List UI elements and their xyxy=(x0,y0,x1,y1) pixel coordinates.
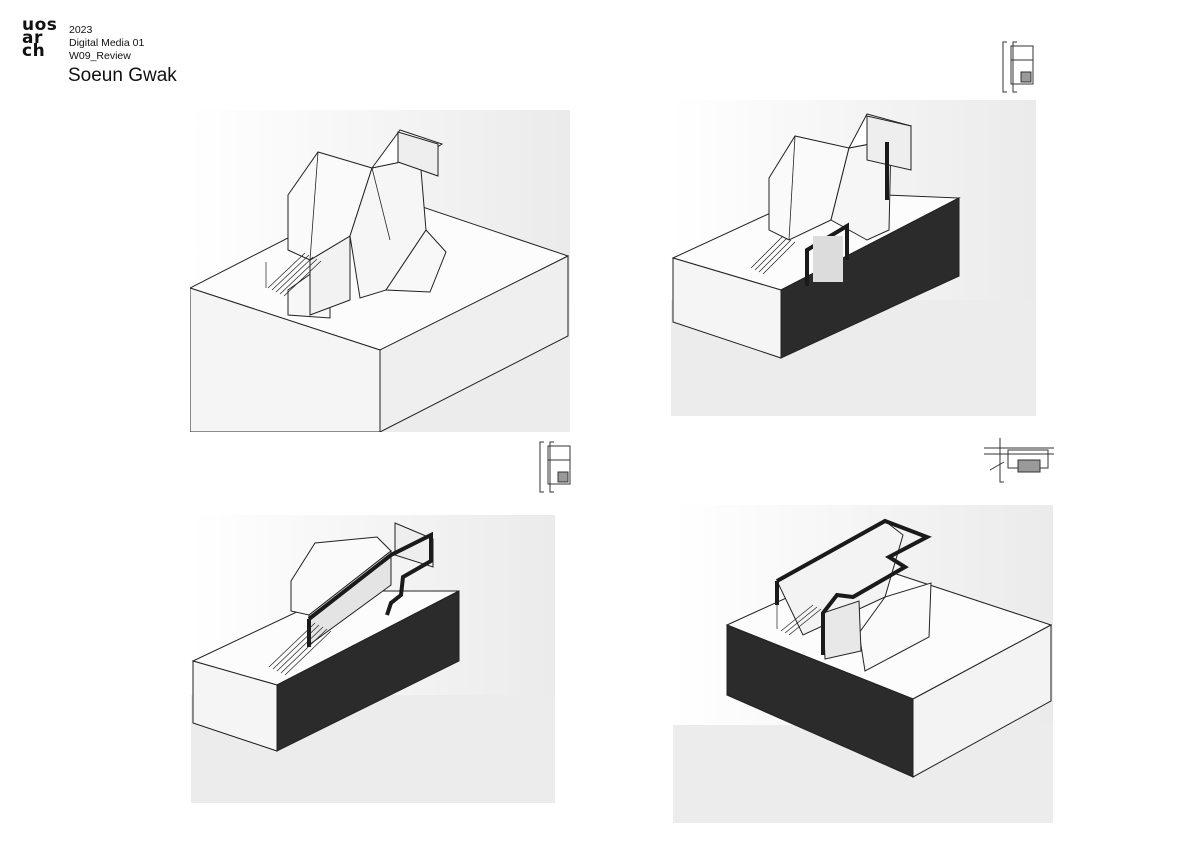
uosarch-logo: uos ar ch xyxy=(22,15,64,61)
axonometric-panel-1 xyxy=(190,110,570,432)
author-name: Soeun Gwak xyxy=(68,65,177,86)
logo-line-3: ch xyxy=(22,41,46,61)
course-label: Digital Media 01 xyxy=(69,37,145,49)
section-key-icon-2 xyxy=(539,441,571,493)
year-label: 2023 xyxy=(69,24,93,36)
logo-line-2: ar xyxy=(22,28,43,48)
week-label: W09_Review xyxy=(69,50,131,62)
axonometric-panel-4 xyxy=(673,505,1053,823)
section-key-icon-3 xyxy=(984,438,1054,483)
axonometric-panel-3 xyxy=(191,515,555,803)
axonometric-panel-2 xyxy=(671,100,1036,416)
logo-line-1: uos xyxy=(22,15,58,35)
section-key-icon-1 xyxy=(1002,41,1034,93)
title-block: 2023 Digital Media 01 W09_Review xyxy=(69,24,144,63)
